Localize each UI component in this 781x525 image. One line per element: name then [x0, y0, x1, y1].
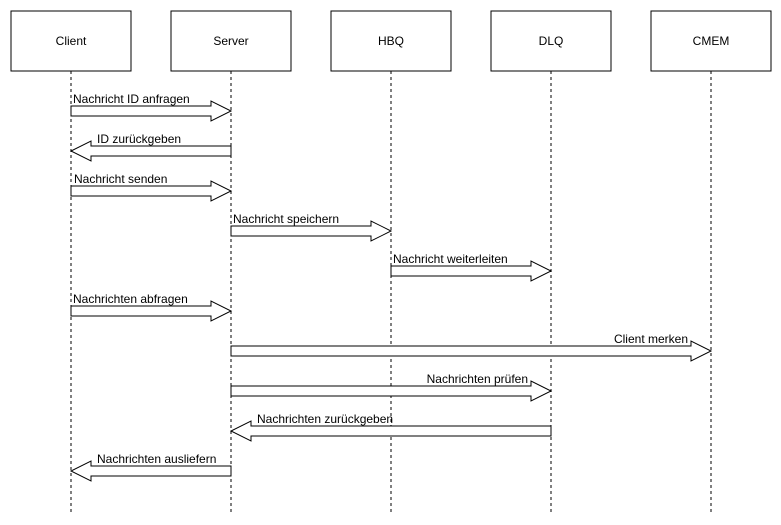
participant-cmem: CMEM: [650, 10, 772, 72]
message-label: Nachricht senden: [74, 172, 167, 186]
participant-box: [10, 10, 132, 72]
participant-label: HBQ: [378, 34, 404, 48]
message-label: Nachricht weiterleiten: [393, 252, 508, 266]
message-7: Client merken: [230, 332, 713, 362]
participant-label: CMEM: [693, 34, 730, 48]
message-label: Client merken: [614, 332, 688, 346]
message-5: Nachricht weiterleiten: [390, 252, 553, 282]
participant-box: [490, 10, 612, 72]
participant-label: Server: [213, 34, 248, 48]
message-8: Nachrichten prüfen: [230, 372, 553, 402]
participant-hbq: HBQ: [330, 10, 452, 72]
message-arrow: [70, 100, 233, 122]
message-label: Nachrichten prüfen: [427, 372, 528, 386]
message-label: Nachrichten ausliefern: [97, 452, 216, 466]
message-label: Nachricht speichern: [233, 212, 339, 226]
message-arrow: [230, 380, 553, 402]
participant-label: Client: [56, 34, 87, 48]
message-arrow: [230, 340, 713, 362]
message-arrow: [69, 460, 232, 482]
message-label: Nachrichten zurückgeben: [257, 412, 393, 426]
message-1: Nachricht ID anfragen: [70, 92, 233, 122]
message-10: Nachrichten ausliefern: [69, 452, 232, 482]
participant-dlq: DLQ: [490, 10, 612, 72]
message-arrow: [230, 220, 393, 242]
message-label: ID zurückgeben: [97, 132, 181, 146]
participant-box: [330, 10, 452, 72]
message-label: Nachricht ID anfragen: [73, 92, 190, 106]
message-6: Nachrichten abfragen: [70, 292, 233, 322]
participant-server: Server: [170, 10, 292, 72]
message-arrow: [229, 420, 552, 442]
message-arrow: [70, 300, 233, 322]
message-arrow: [70, 180, 233, 202]
participant-label: DLQ: [539, 34, 564, 48]
participant-box: [650, 10, 772, 72]
message-label: Nachrichten abfragen: [73, 292, 188, 306]
participant-client: Client: [10, 10, 132, 72]
message-arrow: [390, 260, 553, 282]
message-4: Nachricht speichern: [230, 212, 393, 242]
message-2: ID zurückgeben: [69, 132, 232, 162]
participant-box: [170, 10, 292, 72]
message-3: Nachricht senden: [70, 172, 233, 202]
message-arrow: [69, 140, 232, 162]
message-9: Nachrichten zurückgeben: [229, 412, 552, 442]
